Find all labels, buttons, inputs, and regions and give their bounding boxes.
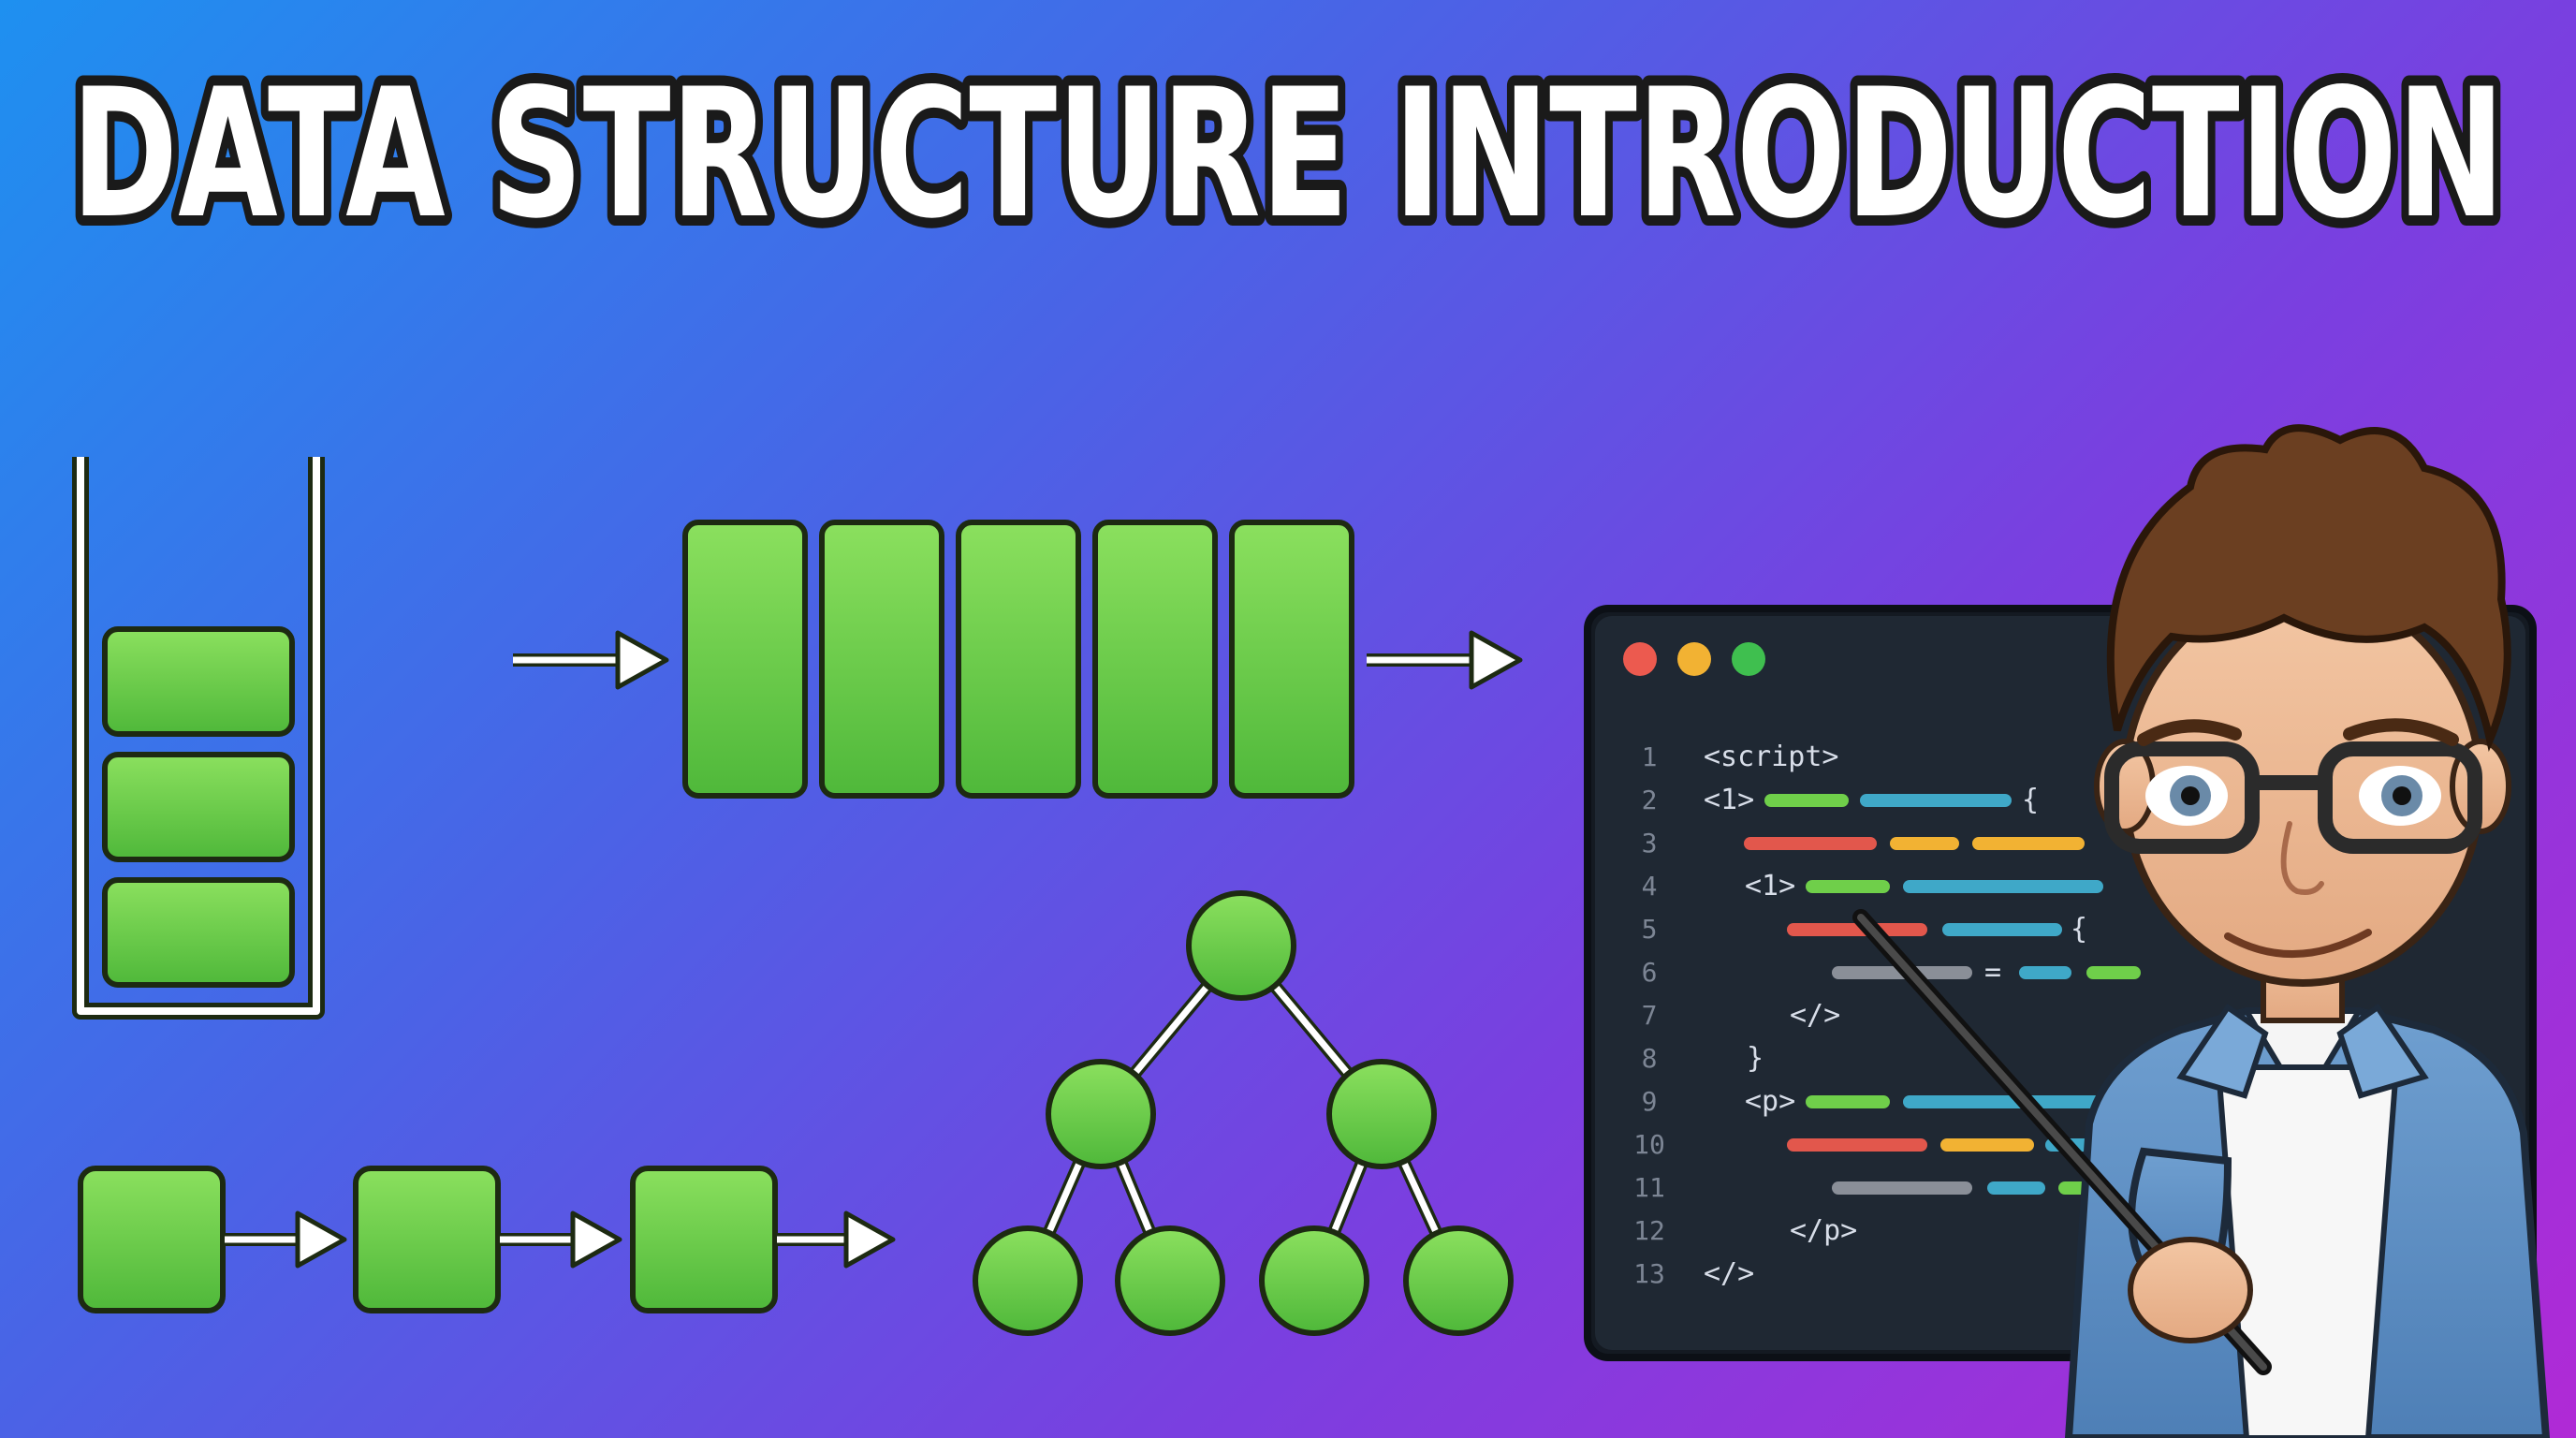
code-token: <script>	[1704, 741, 1839, 773]
glasses	[2104, 741, 2482, 854]
title-text: DATA STRUCTURE INTRODUCTION	[71, 51, 2505, 257]
code-token: <1>	[1745, 870, 1795, 902]
queue-out-arrow	[1367, 630, 1523, 690]
stack-item	[102, 877, 295, 988]
queue-item	[1229, 520, 1354, 799]
line-number: 6	[1642, 957, 1658, 988]
window-minimize-dot	[1677, 642, 1711, 676]
code-token: </>	[1790, 999, 1840, 1032]
line-number: 7	[1642, 1000, 1658, 1031]
tree-node	[1046, 1059, 1156, 1169]
hand	[2128, 1237, 2253, 1343]
window-close-dot	[1623, 642, 1657, 676]
stack-item	[102, 752, 295, 862]
tree-node	[1403, 1225, 1514, 1336]
line-number: 9	[1642, 1086, 1658, 1117]
list-arrow	[225, 1211, 347, 1269]
tree-node	[973, 1225, 1083, 1336]
binary-tree-diagram	[973, 890, 1514, 1336]
presenter-avatar	[1852, 424, 2551, 1438]
line-number: 8	[1642, 1043, 1658, 1074]
tree-node	[1115, 1225, 1225, 1336]
line-number: 13	[1633, 1258, 1665, 1289]
line-number: 10	[1633, 1129, 1665, 1160]
queue-item	[956, 520, 1081, 799]
code-token: <1>	[1704, 784, 1754, 816]
code-token: {	[2022, 784, 2039, 816]
code-token: {	[2071, 913, 2087, 946]
queue-diagram	[513, 520, 1523, 799]
list-node	[630, 1166, 778, 1313]
line-number: 5	[1642, 914, 1658, 945]
linked-list-diagram	[78, 1166, 896, 1313]
queue-item	[682, 520, 808, 799]
code-token: }	[1747, 1042, 1764, 1075]
code-token: =	[1984, 956, 2001, 989]
line-number: 11	[1633, 1172, 1665, 1203]
list-node	[353, 1166, 501, 1313]
line-number: 3	[1642, 828, 1658, 858]
code-token: </>	[1704, 1257, 1754, 1290]
stack-diagram	[72, 457, 325, 1020]
page-title: DATA STRUCTURE INTRODUCTION DATA STRUCTU…	[61, 40, 2515, 268]
tree-node-root	[1186, 890, 1296, 1001]
title-outline: DATA STRUCTURE INTRODUCTION	[71, 51, 2505, 257]
tree-node	[1326, 1059, 1437, 1169]
code-token: <p>	[1745, 1085, 1795, 1118]
queue-in-arrow	[513, 630, 669, 690]
hair	[2106, 424, 2511, 752]
stack-item	[102, 626, 295, 737]
code-token: </p>	[1790, 1214, 1857, 1247]
queue-item	[819, 520, 944, 799]
line-number: 4	[1642, 871, 1658, 902]
tree-node	[1259, 1225, 1369, 1336]
list-arrow	[500, 1211, 622, 1269]
list-node	[78, 1166, 226, 1313]
line-numbers: 1 2 3 4 5 6 7 8 9 10 11 12 13	[1633, 741, 1665, 1289]
line-number: 1	[1642, 741, 1658, 772]
list-arrow	[777, 1211, 896, 1269]
queue-item	[1092, 520, 1218, 799]
smile	[2224, 929, 2372, 959]
window-maximize-dot	[1732, 642, 1765, 676]
line-number: 12	[1633, 1215, 1665, 1246]
line-number: 2	[1642, 785, 1658, 815]
